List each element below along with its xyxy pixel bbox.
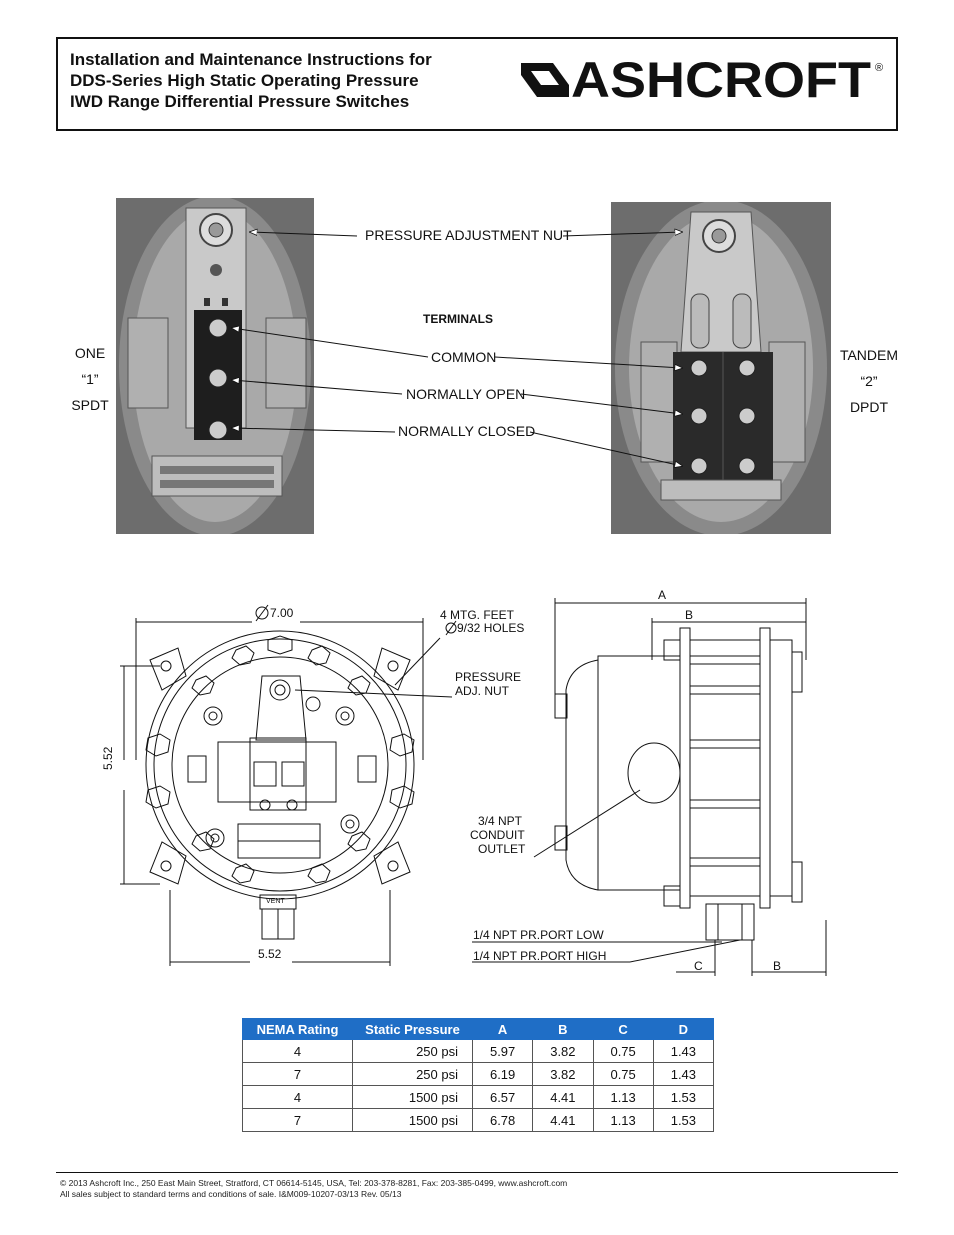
tie-rods <box>690 655 760 867</box>
cell-a: 6.57 <box>471 1085 534 1109</box>
label-pressure-adj-1: PRESSURE <box>455 670 522 684</box>
table-header-row: NEMA Rating Static Pressure A B C D <box>242 1018 715 1040</box>
callout-normally-open: NORMALLY OPEN <box>406 386 526 402</box>
dim-a: A <box>658 588 667 602</box>
cell-b: 4.41 <box>532 1108 594 1132</box>
cell-nema: 4 <box>242 1085 353 1109</box>
callout-pressure-adjustment-nut: PRESSURE ADJUSTMENT NUT <box>365 227 572 243</box>
logo-text: ASHCROFT <box>571 53 871 107</box>
photo-callout-leaders <box>0 0 954 600</box>
label-dpdt: DPDT <box>849 399 889 415</box>
label-pressure-adj-2: ADJ. NUT <box>455 684 509 698</box>
registered-mark: ® <box>875 62 883 74</box>
label-port-low: 1/4 NPT PR.PORT LOW <box>473 928 604 942</box>
footer-divider <box>56 1172 898 1173</box>
cell-d: 1.43 <box>652 1039 715 1063</box>
cell-pressure: 250 psi <box>352 1062 473 1086</box>
label-tandem: TANDEM <box>839 347 899 363</box>
cell-pressure: 250 psi <box>352 1039 473 1063</box>
label-port-high: 1/4 NPT PR.PORT HIGH <box>473 949 607 963</box>
col-d: D <box>652 1018 715 1040</box>
table-row: 4 250 psi 5.97 3.82 0.75 1.43 <box>242 1039 715 1063</box>
dim-width-5-52: 5.52 <box>258 947 282 961</box>
dim-b-top: B <box>685 608 694 622</box>
col-nema-rating: NEMA Rating <box>242 1018 353 1040</box>
dim-diameter-7: 7.00 <box>270 606 294 620</box>
table-row: 7 250 psi 6.19 3.82 0.75 1.43 <box>242 1062 715 1086</box>
col-b: B <box>532 1018 594 1040</box>
cell-c: 1.13 <box>592 1085 654 1109</box>
label-tandem-dpdt: TANDEM “2” DPDT <box>836 342 902 420</box>
cell-d: 1.53 <box>652 1108 715 1132</box>
header-box: Installation and Maintenance Instruction… <box>56 37 898 131</box>
col-static-pressure: Static Pressure <box>352 1018 473 1040</box>
footer-terms: All sales subject to standard terms and … <box>60 1189 402 1199</box>
title-line-3: IWD Range Differential Pressure Switches <box>70 92 410 111</box>
table-row: 4 1500 psi 6.57 4.41 1.13 1.53 <box>242 1085 715 1109</box>
label-conduit-2: CONDUIT <box>470 828 525 842</box>
photo-dpdt-switch <box>611 202 831 534</box>
title-line-1: Installation and Maintenance Instruction… <box>70 50 432 69</box>
dim-height-5-52: 5.52 <box>101 746 115 770</box>
ashcroft-logo: ASHCROFT ® <box>521 53 883 107</box>
cell-a: 6.19 <box>471 1062 534 1086</box>
cell-nema: 7 <box>242 1062 353 1086</box>
col-a: A <box>471 1018 534 1040</box>
dimension-drawing <box>120 598 827 976</box>
dim-b-bottom: B <box>773 959 782 973</box>
cell-nema: 4 <box>242 1039 353 1063</box>
cell-a: 6.78 <box>471 1108 534 1132</box>
label-spdt: SPDT <box>71 397 109 413</box>
photo-spdt-switch <box>116 198 314 534</box>
label-one-spdt: ONE “1” SPDT <box>60 340 120 418</box>
diameter-symbols <box>255 604 457 636</box>
cell-c: 0.75 <box>592 1062 654 1086</box>
title-line-2: DDS-Series High Static Operating Pressur… <box>70 71 419 90</box>
cell-c: 1.13 <box>592 1108 654 1132</box>
label-one: ONE <box>74 345 106 361</box>
cell-pressure: 1500 psi <box>352 1085 473 1109</box>
cell-b: 3.82 <box>532 1039 594 1063</box>
cell-nema: 7 <box>242 1108 353 1132</box>
cell-b: 3.82 <box>532 1062 594 1086</box>
callout-terminals: TERMINALS <box>423 312 493 326</box>
dim-c: C <box>694 959 703 973</box>
callout-normally-closed: NORMALLY CLOSED <box>398 423 536 439</box>
label-conduit-1: 3/4 NPT <box>478 814 523 828</box>
label-tandem-number: “2” <box>860 373 878 389</box>
cell-c: 0.75 <box>592 1039 654 1063</box>
label-mtg-feet: 4 MTG. FEET <box>440 608 515 622</box>
callout-common: COMMON <box>431 349 497 365</box>
footer-copyright: © 2013 Ashcroft Inc., 250 East Main Stre… <box>60 1178 568 1188</box>
table-row: 7 1500 psi 6.78 4.41 1.13 1.53 <box>242 1108 715 1132</box>
label-vent: VENT <box>266 898 285 905</box>
cell-a: 5.97 <box>471 1039 534 1063</box>
document-title: Installation and Maintenance Instruction… <box>70 49 432 112</box>
cell-b: 4.41 <box>532 1085 594 1109</box>
cell-d: 1.43 <box>652 1062 715 1086</box>
label-one-number: “1” <box>81 371 99 387</box>
col-c: C <box>592 1018 654 1040</box>
label-mtg-holes: 9/32 HOLES <box>457 621 525 635</box>
footer: © 2013 Ashcroft Inc., 250 East Main Stre… <box>60 1178 567 1200</box>
flange-bolts <box>145 635 415 884</box>
cell-pressure: 1500 psi <box>352 1108 473 1132</box>
cell-d: 1.53 <box>652 1085 715 1109</box>
dimension-table: NEMA Rating Static Pressure A B C D 4 25… <box>242 1018 715 1132</box>
label-conduit-3: OUTLET <box>478 842 526 856</box>
